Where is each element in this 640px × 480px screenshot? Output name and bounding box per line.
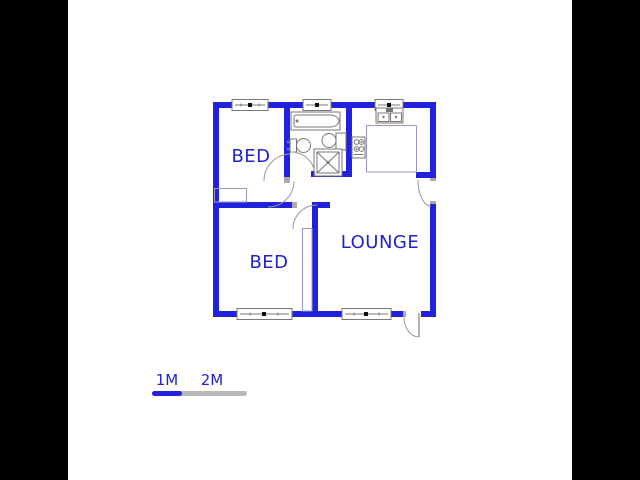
- door-jambs: [284, 177, 436, 317]
- wall-segment: [312, 202, 330, 208]
- room-label-lounge: LOUNGE: [341, 232, 420, 253]
- scale-bar-1m-segment: [152, 391, 182, 396]
- kitchen-fixtures: [351, 107, 417, 173]
- wall-segment: [292, 311, 342, 317]
- door-jamb: [430, 178, 436, 181]
- door-arc: [290, 151, 316, 177]
- wall-segment: [403, 102, 436, 108]
- wardrobe-icon: [214, 188, 247, 203]
- door-arc: [403, 316, 420, 338]
- wall-segment: [430, 102, 436, 178]
- door-jamb: [403, 311, 406, 317]
- window: [236, 308, 293, 320]
- wall-segment: [312, 202, 318, 311]
- wall-segment: [284, 102, 290, 177]
- wall-segment: [421, 311, 436, 317]
- room-label-bed-2: BED: [249, 252, 288, 273]
- wall-segment: [391, 311, 403, 317]
- wall-segment: [346, 102, 352, 177]
- letterbox-right: [572, 0, 640, 480]
- door-arc: [267, 180, 295, 208]
- door-arc: [292, 204, 318, 230]
- wall-segment: [213, 202, 292, 208]
- door-jamb: [284, 177, 290, 183]
- stove-icon: [351, 136, 366, 159]
- window: [302, 99, 332, 111]
- wardrobe-icon: [302, 228, 313, 312]
- window: [231, 99, 269, 111]
- scale-bar: 1M 2M: [152, 371, 247, 396]
- toilet-icon: [286, 138, 311, 153]
- kitchen-sink-icon: [375, 107, 404, 124]
- bathtub-icon: [290, 111, 341, 131]
- door-arc: [417, 179, 432, 207]
- windows: [231, 99, 404, 320]
- door-jamb: [430, 201, 436, 204]
- shower-icon: [313, 148, 343, 177]
- door-arc: [263, 153, 292, 182]
- letterbox-left: [0, 0, 68, 480]
- wall-segment: [331, 102, 375, 108]
- scale-label-2m: 2M: [201, 371, 224, 389]
- door-jamb: [292, 202, 297, 208]
- wall-segment: [430, 204, 436, 317]
- doors: [263, 151, 432, 338]
- wall-segment: [213, 102, 219, 317]
- wall-segment: [416, 172, 430, 178]
- bathroom-fixtures: [286, 111, 347, 177]
- wall-segment: [213, 102, 232, 108]
- room-label-bed-1: BED: [231, 146, 270, 167]
- counter-outline: [366, 125, 417, 173]
- wall-segment: [213, 311, 237, 317]
- basin-icon: [321, 132, 347, 151]
- walls: [213, 102, 436, 317]
- window: [341, 308, 392, 320]
- scale-label-1m: 1M: [156, 371, 179, 389]
